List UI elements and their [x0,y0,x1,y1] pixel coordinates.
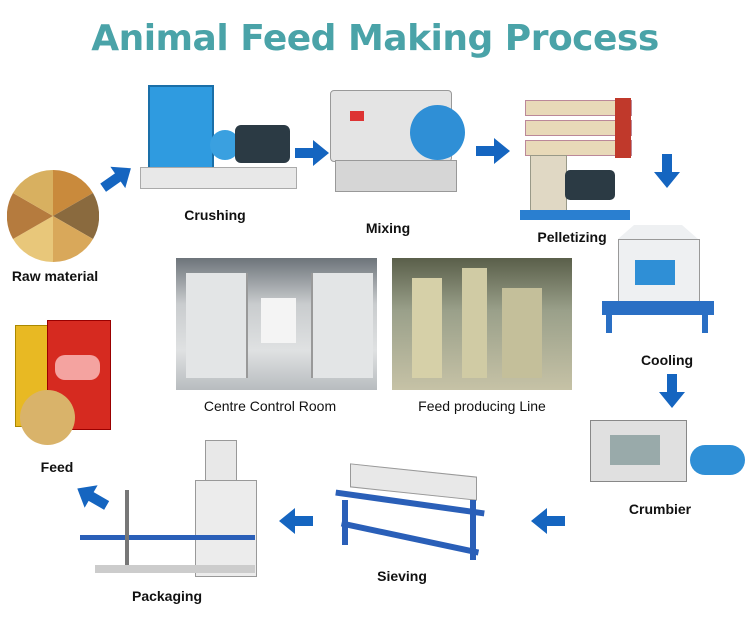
feed-bags-image [15,320,111,450]
arrow-right-icon [295,140,329,166]
pelletizer-machine-image [515,95,635,225]
label-crumbier: Crumbier [628,501,692,517]
arrow-up-right-icon [96,158,139,199]
raw-material-image [7,170,99,262]
label-mixing: Mixing [365,220,411,236]
label-production-line: Feed producing Line [418,398,546,414]
label-cooling: Cooling [640,352,694,368]
cooler-machine-image [600,225,715,335]
arrow-up-left-icon [71,477,113,517]
label-pelletizing: Pelletizing [537,229,607,245]
crusher-machine-image [140,85,297,190]
label-raw-material: Raw material [11,268,99,284]
arrow-right-icon [476,138,510,164]
label-control-room: Centre Control Room [203,398,337,414]
control-room-photo [176,258,377,390]
mixer-machine-image [330,75,470,195]
label-crushing: Crushing [184,207,246,223]
arrow-left-icon [279,508,313,534]
production-line-photo [392,258,572,390]
label-packaging: Packaging [131,588,203,604]
sieving-machine-image [330,460,490,565]
arrow-down-icon [659,374,685,408]
label-feed: Feed [40,459,74,475]
arrow-down-icon [654,154,680,188]
packaging-machine-image [80,440,270,580]
crumbier-machine-image [575,415,747,490]
label-sieving: Sieving [377,568,427,584]
diagram-title: Animal Feed Making Process [91,18,659,59]
arrow-left-icon [531,508,565,534]
